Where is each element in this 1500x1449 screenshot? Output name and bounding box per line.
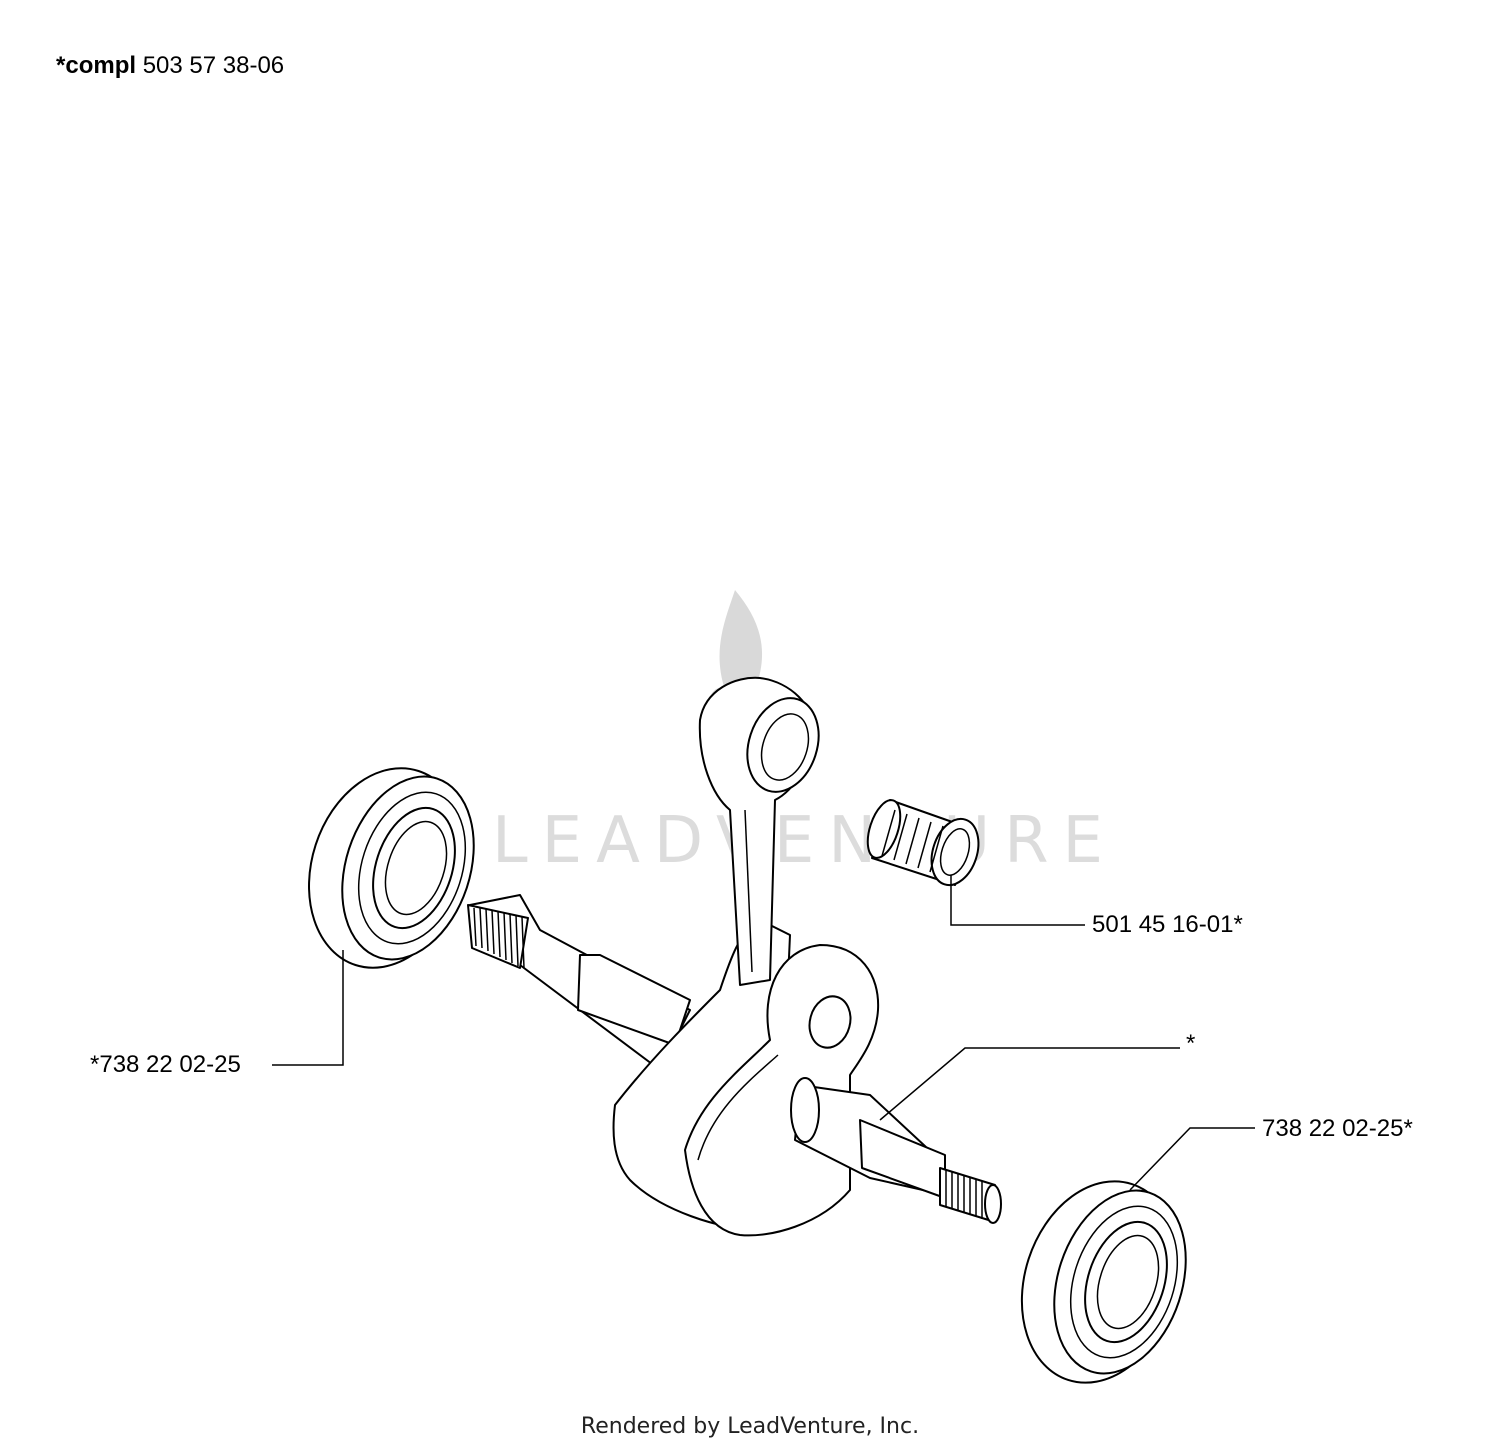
callout-bearing-left: *738 22 02-25 — [90, 1051, 241, 1078]
leader-lines — [272, 875, 1255, 1191]
header-part-number: 503 57 38-06 — [142, 52, 285, 79]
watermark-text: LEADVENTURE — [492, 804, 1117, 878]
callout-crankshaft: * — [1186, 1030, 1196, 1057]
bearing-left — [308, 767, 475, 969]
leader-needle-bearing — [950, 875, 1085, 926]
crankshaft — [467, 676, 1002, 1237]
header-prefix: *compl — [56, 52, 137, 79]
bearing-right — [1020, 1180, 1187, 1384]
leader-bearing-left — [272, 950, 344, 1066]
callout-needle-bearing: 501 45 16-01* — [1092, 911, 1243, 938]
leader-crankshaft — [879, 1047, 1180, 1121]
assembly-header: *compl 503 57 38-06 — [56, 52, 284, 80]
left-thread — [473, 907, 525, 969]
needle-bearing — [866, 799, 980, 887]
callout-bearing-right: 738 22 02-25* — [1262, 1115, 1413, 1142]
right-thread — [939, 1167, 1002, 1224]
footer-credit: Rendered by LeadVenture, Inc. — [580, 1414, 920, 1439]
leader-bearing-right — [1129, 1127, 1255, 1191]
